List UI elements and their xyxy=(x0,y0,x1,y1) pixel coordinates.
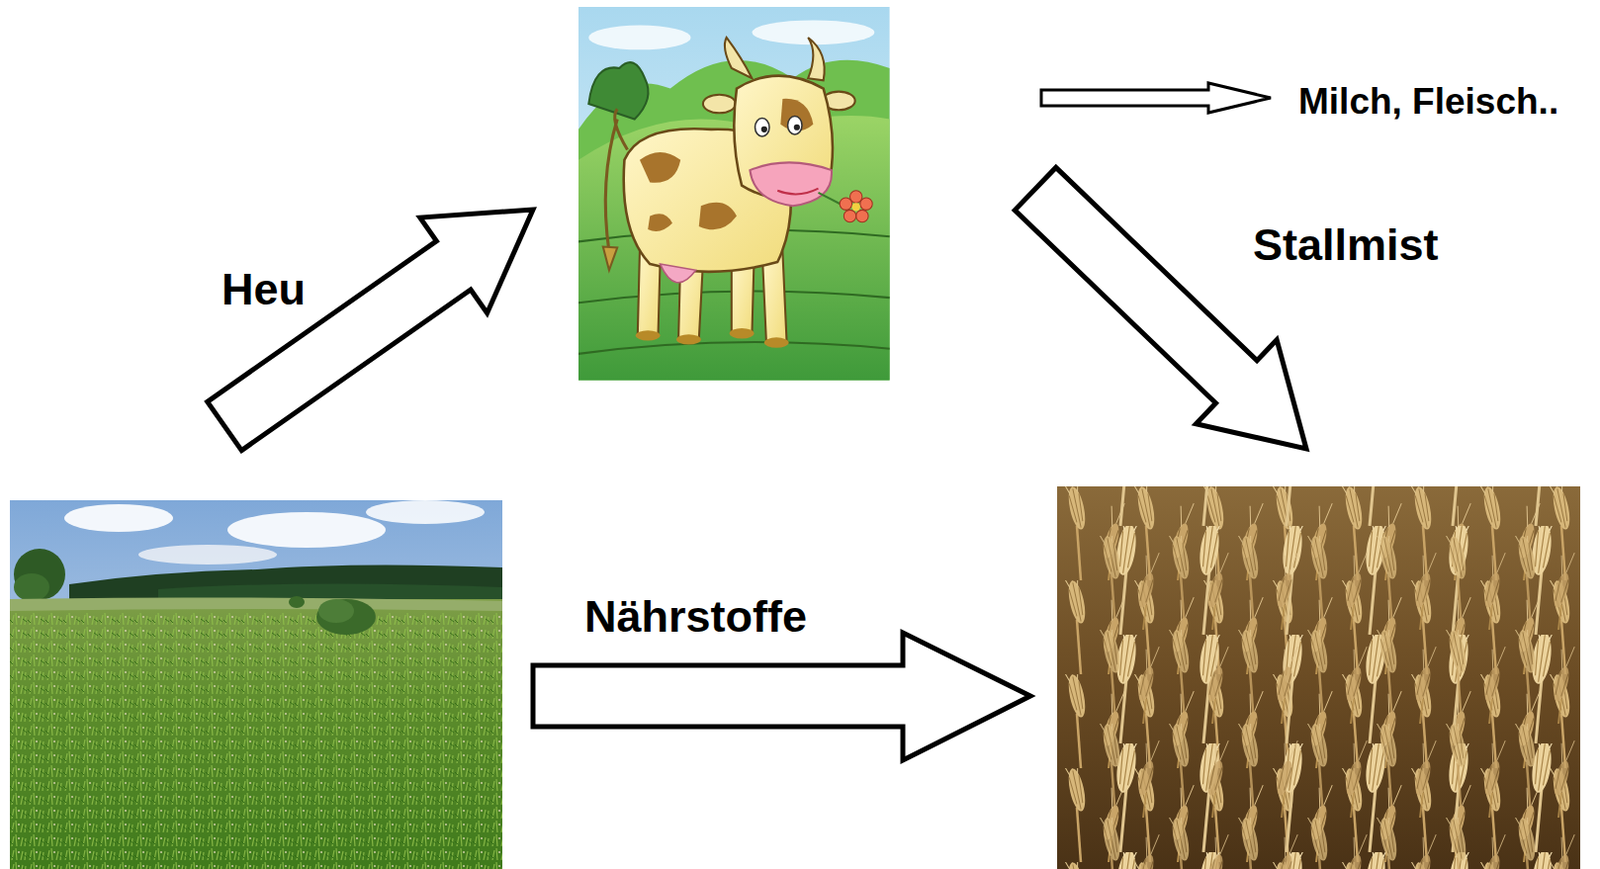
diagram-label: Milch, Fleisch.. xyxy=(1298,81,1559,124)
block-arrow xyxy=(1014,167,1307,449)
diagram-label: Heu xyxy=(221,264,306,316)
diagram-label: Stallmist xyxy=(1252,219,1439,271)
thin-arrow xyxy=(1041,83,1271,113)
block-arrow xyxy=(207,209,534,451)
cow-illustration xyxy=(578,6,890,381)
diagram-label: Nährstoffe xyxy=(584,591,807,643)
block-arrow xyxy=(533,632,1031,761)
wheat-photo xyxy=(1057,486,1581,869)
meadow-photo xyxy=(9,500,503,869)
